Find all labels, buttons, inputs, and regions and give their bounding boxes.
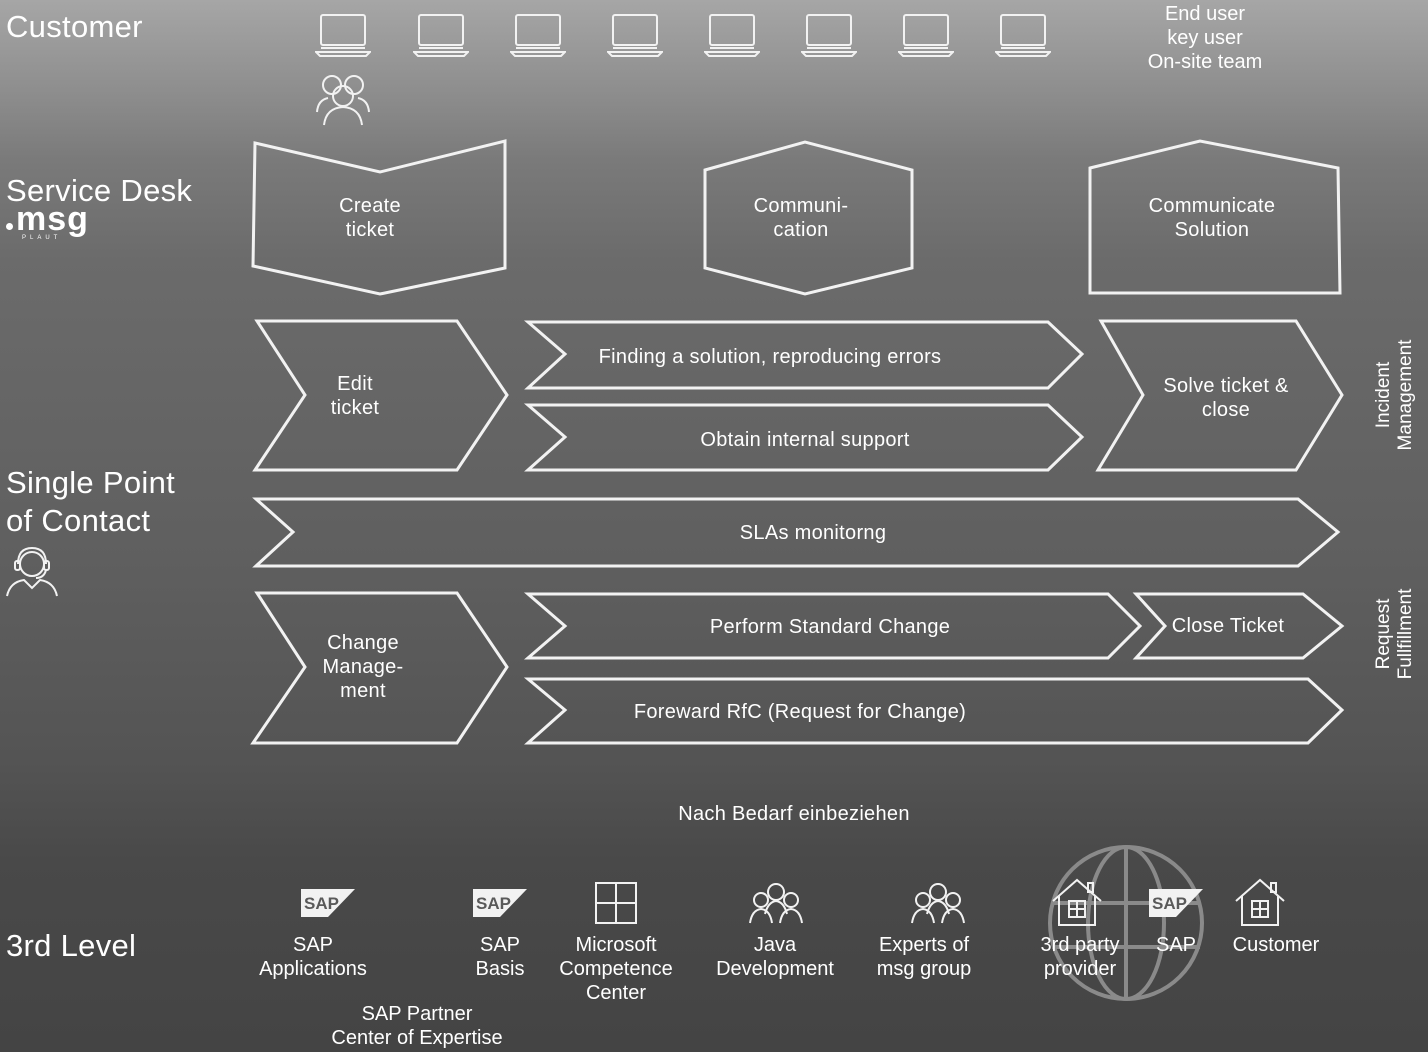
- windows-icon: [595, 882, 637, 924]
- obtain-support-shape: [523, 403, 1085, 472]
- edit-ticket-shape: [252, 319, 509, 472]
- people-group-icon: [749, 883, 803, 924]
- lane-third-level: 3rd Level: [6, 928, 137, 963]
- people-group-icon: [911, 883, 965, 924]
- obtain-support-label: Obtain internal support: [700, 429, 910, 451]
- communication-shape: [703, 140, 914, 296]
- laptop-icon: [995, 14, 1051, 57]
- lane-service-desk: Service Desk: [6, 173, 193, 208]
- sla-monitoring-shape: [252, 497, 1341, 568]
- sla-monitoring-label: SLAs monitorng: [739, 522, 887, 544]
- laptop-icon: [315, 14, 371, 57]
- role-on-site-team: On-site team: [1147, 51, 1263, 73]
- laptop-icon: [510, 14, 566, 57]
- forward-rfc-label: Foreward RfC (Request for Change): [633, 701, 967, 723]
- standard-change-label: Perform Standard Change: [709, 616, 951, 638]
- user-group-icon: [316, 75, 370, 126]
- lane-customer: Customer: [6, 9, 143, 44]
- sap-logo-icon: SAP: [473, 889, 527, 917]
- involve-label: Nach Bedarf einbeziehen: [678, 803, 910, 825]
- house-icon: [1235, 878, 1285, 926]
- svg-text:SAP: SAP: [476, 894, 511, 913]
- close-ticket-label: Close Ticket: [1171, 615, 1285, 637]
- solve-ticket-shape: [1095, 319, 1344, 472]
- customer-roles: End user key user On-site team: [1130, 2, 1280, 74]
- sap-logo-icon: SAP: [1149, 889, 1203, 917]
- laptop-icon: [704, 14, 760, 57]
- laptop-icon: [413, 14, 469, 57]
- finding-solution-label: Finding a solution, reproducing errors: [598, 346, 942, 368]
- laptop-icon: [898, 14, 954, 57]
- lane-spoc-line1: Single Point: [6, 465, 176, 500]
- communication-label: Communi-cation: [753, 195, 849, 241]
- house-icon: [1052, 878, 1102, 926]
- customer-third-level-label: Customer: [1232, 934, 1320, 956]
- solve-ticket-label: Solve ticket &close: [1163, 375, 1289, 421]
- msg-logo: msg PLAUT: [6, 201, 106, 243]
- svg-text:SAP: SAP: [304, 894, 339, 913]
- laptop-icon: [801, 14, 857, 57]
- role-end-user: End user: [1164, 3, 1246, 25]
- role-key-user: key user: [1167, 27, 1243, 49]
- standard-change-shape: [523, 592, 1143, 660]
- laptop-icon: [607, 14, 663, 57]
- sap-logo-icon: SAP: [301, 889, 355, 917]
- change-management-shape: [250, 591, 509, 745]
- finding-solution-shape: [523, 320, 1085, 390]
- close-ticket-shape: [1132, 592, 1345, 660]
- headset-user-icon: [6, 546, 58, 597]
- lane-spoc-line2: of Contact: [6, 503, 151, 538]
- communicate-solution-shape: [1088, 139, 1342, 295]
- svg-text:SAP: SAP: [1152, 894, 1187, 913]
- create-ticket-shape: [251, 139, 507, 296]
- sap-label: SAP: [1155, 934, 1197, 956]
- forward-rfc-shape: [523, 677, 1345, 745]
